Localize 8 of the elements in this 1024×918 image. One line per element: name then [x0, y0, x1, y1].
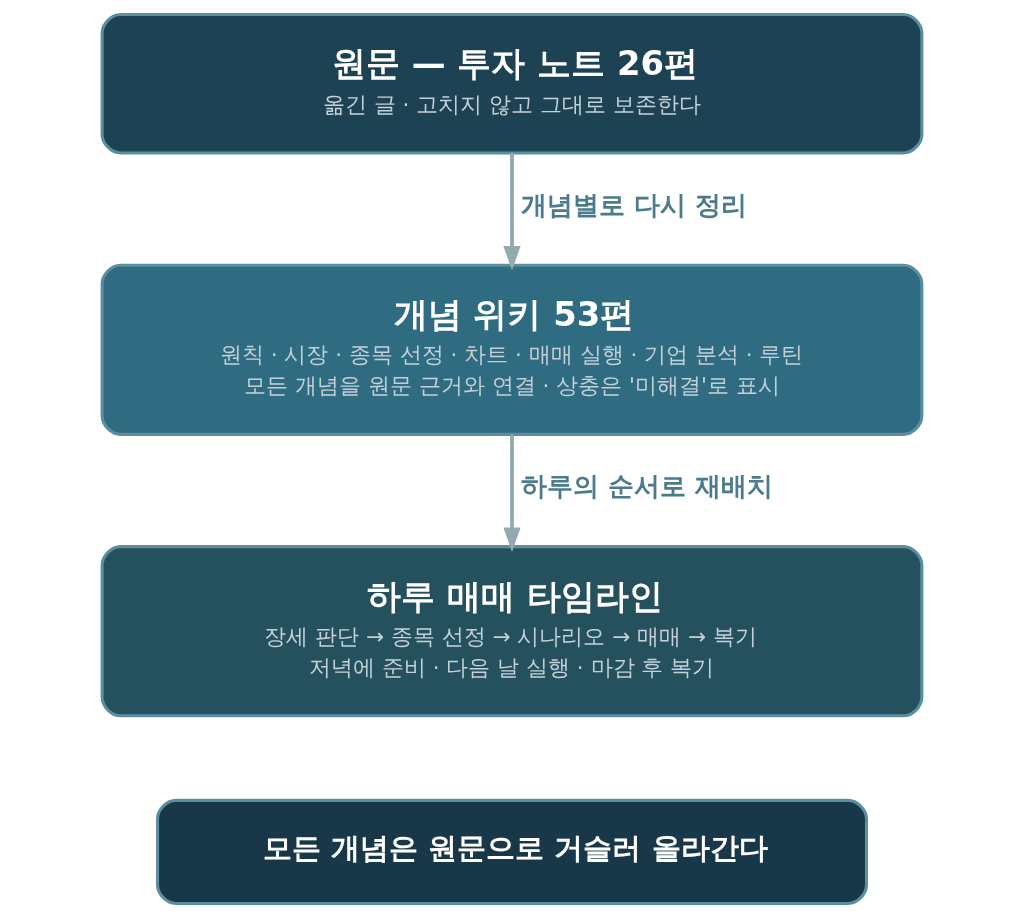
- edge-label: 하루의 순서로 재배치: [521, 471, 774, 502]
- edge-label: 개념별로 다시 정리: [521, 189, 748, 220]
- node-box: 모든 개념은 원문으로 거슬러 올라간다: [156, 798, 868, 905]
- node-box: 원문 — 투자 노트 26편 옮긴 글 · 고치지 않고 그대로 보존한다: [100, 13, 924, 155]
- arrow: [503, 434, 521, 553]
- arrow: [503, 153, 521, 271]
- node-box: 개념 위키 53편 원칙 · 시장 · 종목 선정 · 차트 · 매매 실행 · 기업 분석 · 루틴 모든 개념을 원문 근거와 연결 · 상충은 '미해결'로 표시: [100, 263, 924, 436]
- node-box: 하루 매매 타임라인 장세 판단 → 종목 선정 → 시나리오 → 매매 → 복기 저녁에 준비 · 다음 날 실행 · 마감 후 복기: [100, 545, 924, 718]
